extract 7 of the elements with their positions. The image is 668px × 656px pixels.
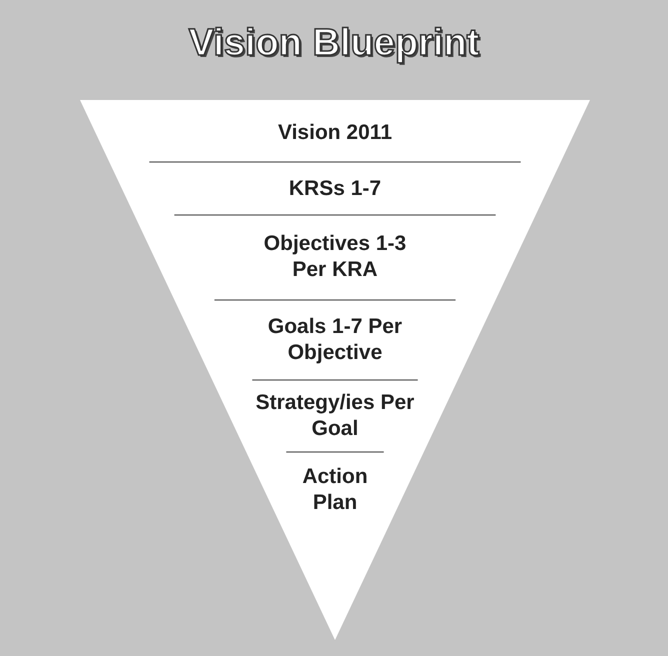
layer-label: Action Plan [301, 464, 369, 516]
layer-label: Strategy/ies Per Goal [254, 390, 415, 442]
title: Vision Blueprint [188, 22, 480, 65]
layer-label: Goals 1-7 Per Objective [266, 314, 404, 366]
layer-label: KRSs 1-7 [288, 176, 382, 202]
layer-label: Vision 2011 [278, 120, 392, 146]
layer-label: Objectives 1-3 Per KRA [262, 231, 408, 283]
